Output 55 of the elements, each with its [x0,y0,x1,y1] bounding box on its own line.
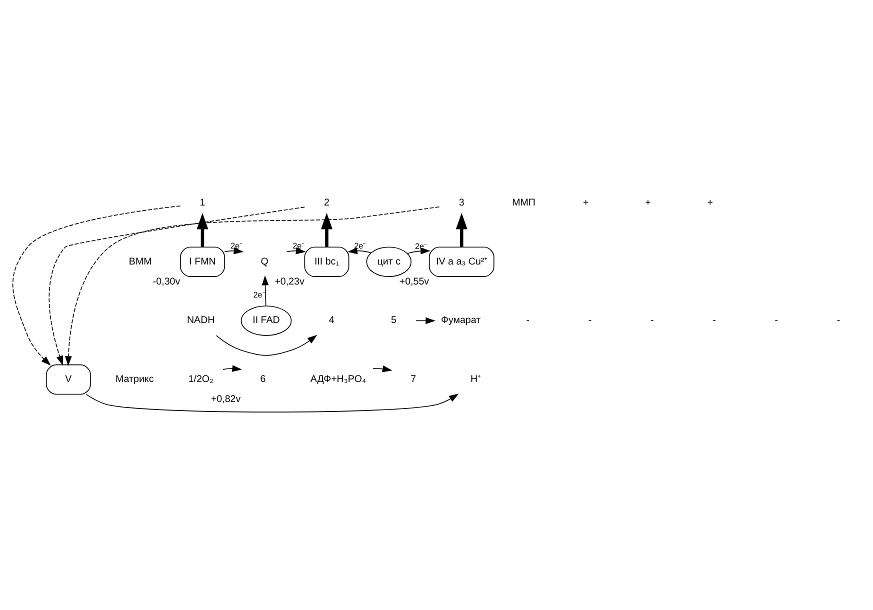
label: - [650,314,654,326]
label: - [526,314,530,326]
arrow [262,274,269,306]
arrow [406,247,430,254]
arrow [64,206,440,366]
node-text: 3 [458,197,464,208]
node-box: III bc₁ [304,246,350,276]
arrow [416,316,436,324]
node-text: 5 [391,314,397,326]
edge-label: 2e⁻ [292,240,305,250]
arrow [48,206,305,366]
arrow [224,246,244,254]
edge-label: 2e⁻ [230,240,243,250]
node-text: АДФ+H₃PO₄ [310,374,366,385]
node-text: 7 [410,374,416,385]
arrow [321,212,332,246]
node-label: +0,23v [274,276,304,287]
label: Матрикс [116,374,154,385]
label: ВММ [128,256,152,267]
node-label: +0,82v [210,394,241,405]
arrow [196,212,208,246]
node-ellipse: цит с [366,246,412,276]
node-text: H⁺ [470,374,481,385]
edge-label: 2e⁻ [354,240,366,250]
arrow [216,334,318,356]
arrow [348,246,372,254]
arrow [456,212,468,246]
node-box: I FMN [180,246,225,276]
arrow [86,393,459,412]
edge-label: 2e⁻ [253,290,266,300]
node-text: 1/2O₂ [188,374,214,385]
label: - [712,314,716,326]
label: + [707,197,714,208]
arrow [12,205,181,366]
label: - [774,314,778,326]
node-ellipse: II FAD [240,305,292,336]
node-text: Фумарат [441,314,481,326]
arrow [222,364,242,372]
node-box: IV a a₃ Cu²⁺ [428,246,494,276]
node-text: 4 [328,314,334,326]
label: + [583,197,589,208]
node-box: V [46,364,91,394]
label: + [645,197,651,208]
label: - [836,314,840,326]
arrow [372,364,392,372]
node-text: 6 [260,374,266,385]
node-label: +0,55v [399,276,430,287]
node-text: 1 [200,197,206,208]
node-text: NADH [186,314,215,326]
label: ММП [512,197,536,208]
node-text: 2 [324,197,330,208]
label: - [588,314,592,326]
node-text: Q [260,256,268,267]
arrow [286,246,306,254]
node-label: -0,30v [152,276,180,287]
